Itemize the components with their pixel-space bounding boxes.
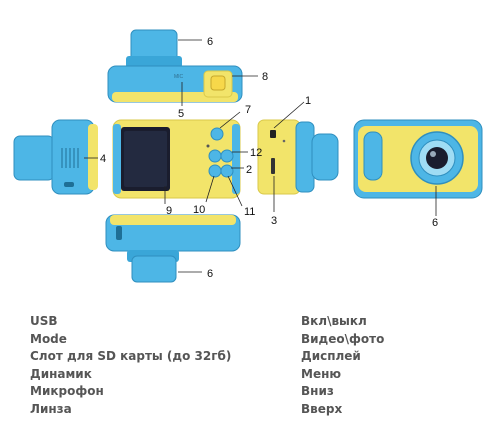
callout-4: 4 (100, 153, 106, 165)
camera-top-view: MIC (107, 29, 243, 103)
camera-right-side-view (257, 119, 339, 195)
callout-10: 10 (193, 204, 205, 216)
sd-slot (271, 158, 275, 174)
legend-right-item: Вверх (301, 401, 343, 416)
button-icon (220, 149, 234, 163)
camera-left-side-view (13, 119, 98, 195)
button-icon (210, 127, 224, 141)
callout-9: 9 (166, 205, 172, 217)
legend-right-item: Вкл\выкл (301, 314, 367, 328)
legend-right-item: Дисплей (301, 349, 361, 364)
callout-3: 3 (271, 215, 277, 227)
legend-left-item: Микрофон (30, 384, 104, 399)
camera-diagram: MIC (13, 29, 483, 283)
callout-11: 11 (244, 206, 255, 218)
callout-8: 8 (262, 71, 268, 83)
callout-1: 1 (305, 95, 311, 107)
callout-6-top: 6 (207, 36, 213, 48)
legend-left-item: USB (30, 314, 58, 328)
camera-bottom-view (105, 214, 241, 283)
legend-right-item: Меню (301, 366, 342, 381)
legend-right: Вкл\выкл Видео\фото Дисплей Меню Вниз Вв… (301, 313, 384, 419)
legend-left-item: Динамик (30, 366, 92, 381)
usb-port (270, 130, 276, 138)
mic-label: MIC (174, 74, 184, 80)
legend-left-item: Слот для SD карты (до 32гб) (30, 349, 232, 364)
callout-6-bottom: 6 (207, 268, 213, 280)
callout-5: 5 (178, 108, 184, 120)
callout-12: 12 (250, 147, 262, 159)
legend-left-item: Линза (30, 401, 72, 416)
callout-7: 7 (245, 104, 251, 116)
lens-icon (426, 147, 448, 169)
camera-front-view (353, 119, 483, 199)
camera-back-view (112, 119, 241, 199)
legend-left: USB Mode Слот для SD карты (до 32гб) Дин… (30, 313, 231, 419)
callout-6-front: 6 (432, 217, 438, 229)
button-icon (208, 164, 222, 178)
button-icon (220, 164, 234, 178)
legend-right-item: Видео\фото (301, 331, 385, 346)
legend-right-item: Вниз (301, 384, 334, 399)
button-icon (208, 149, 222, 163)
legend-left-item: Mode (30, 331, 67, 346)
callout-2: 2 (246, 164, 252, 176)
